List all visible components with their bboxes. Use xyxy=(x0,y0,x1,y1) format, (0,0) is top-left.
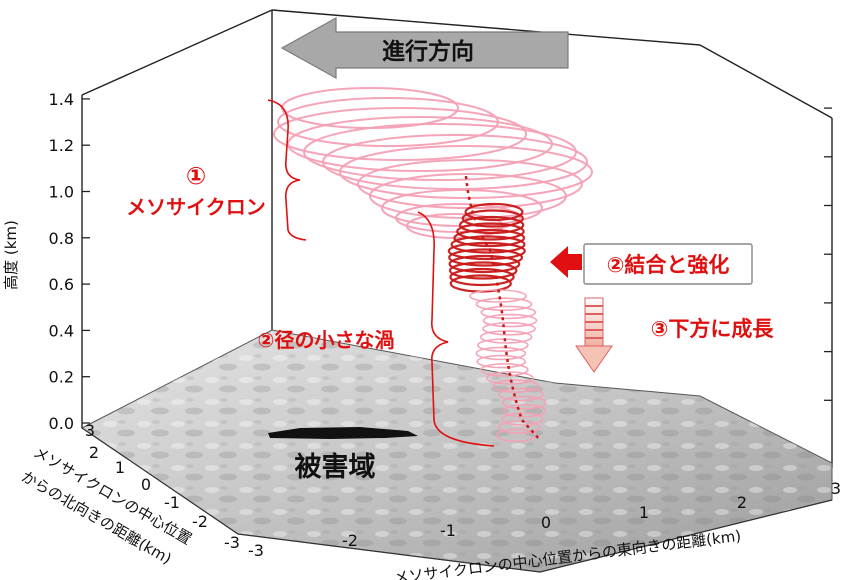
vortex-ring xyxy=(477,338,529,353)
x-tick-label: 0 xyxy=(541,513,551,532)
grow-downward-label: ③下方に成長 xyxy=(651,317,775,341)
vortex-ring xyxy=(450,235,526,254)
vortex-tube xyxy=(273,87,593,443)
vortex-ring xyxy=(480,362,529,377)
z-axis-tick-marks xyxy=(82,98,90,424)
vortex-ring xyxy=(339,145,593,199)
z-tick-label: 0.6 xyxy=(49,275,74,294)
vortex-ring xyxy=(500,412,544,426)
y-tick-label: 3 xyxy=(85,421,95,440)
vortex-ring xyxy=(485,371,534,385)
terrain-surface xyxy=(81,329,833,573)
merge-strengthen-label: ②結合と強化 xyxy=(607,253,730,277)
vortex-ring xyxy=(453,228,526,248)
direction-label: 進行方向 xyxy=(382,38,474,65)
y-tick-label: 1 xyxy=(115,458,125,477)
vortex-ring xyxy=(479,330,533,344)
y-tick-label: -1 xyxy=(164,493,180,512)
vortex-ring xyxy=(502,403,547,418)
vortex-ring xyxy=(273,107,527,161)
merge-arrow-icon xyxy=(550,246,582,278)
vortex-ring xyxy=(369,173,567,219)
vortex-ring xyxy=(495,428,537,443)
z-tick-label: 0.2 xyxy=(49,368,74,387)
mesocyclone-label: メソサイクロン xyxy=(126,195,266,219)
vortex-ring xyxy=(501,395,547,410)
x-tick-label: -1 xyxy=(440,521,456,540)
mesocyclone-brace xyxy=(267,99,307,241)
downward-arrow-icon xyxy=(575,297,613,373)
vortex-ring xyxy=(464,202,524,222)
small-vortex-brace xyxy=(417,211,495,447)
vortex-ring xyxy=(498,387,544,402)
z-axis-title: 高度 (km) xyxy=(2,220,20,290)
y-tick-label: -2 xyxy=(192,512,208,531)
vortex-ring xyxy=(480,305,537,320)
x-axis-tick-labels: -3 -2 -1 0 1 2 3 xyxy=(248,479,841,560)
vortex-ring xyxy=(498,420,540,435)
z-tick-label: 0.8 xyxy=(49,229,74,248)
vortex-ring xyxy=(475,346,527,361)
x-tick-label: -2 xyxy=(342,531,358,550)
vortex-ring xyxy=(461,209,524,228)
z-tick-label: 1.2 xyxy=(49,136,74,155)
x-tick-label: 2 xyxy=(737,493,747,512)
y-tick-label: 0 xyxy=(141,475,151,494)
small-vortex-label: ②径の小さな渦 xyxy=(258,328,395,352)
vortex-ring xyxy=(482,321,536,336)
y-tick-label: 2 xyxy=(89,443,99,462)
vortex-ring xyxy=(322,134,588,190)
z-tick-label: 0.0 xyxy=(49,414,74,433)
y-tick-label: -3 xyxy=(224,533,240,552)
z-tick-label: 1.0 xyxy=(49,183,74,202)
z-axis-tick-marks-right xyxy=(824,107,832,401)
y-axis-tick-labels: 3 210 -1 -2 -3 xyxy=(85,421,240,552)
x-tick-label: 1 xyxy=(639,503,649,522)
z-tick-label: 1.4 xyxy=(49,90,74,109)
vortex-ring xyxy=(449,267,515,287)
x-tick-label: 3 xyxy=(831,479,841,498)
vortex-ring xyxy=(448,254,521,274)
x-tick-label: -3 xyxy=(248,541,264,560)
merge-label-box xyxy=(583,243,753,285)
plot-box-frame xyxy=(81,9,833,468)
vortex-ring xyxy=(482,313,538,328)
vortex-ring xyxy=(476,354,527,369)
direction-arrow: 進行方向 xyxy=(280,16,569,80)
damage-area-streak xyxy=(268,427,418,439)
vortex-ring xyxy=(492,379,540,394)
z-axis-tick-labels: 0.0 0.2 0.4 0.6 0.8 1.0 1.2 1.4 xyxy=(49,90,74,433)
vortex-ring xyxy=(475,297,533,312)
vortex-ring xyxy=(456,222,525,241)
mesocyclone-number: ① xyxy=(186,162,206,190)
damage-area-label: 被害域 xyxy=(295,451,376,483)
z-tick-label: 0.4 xyxy=(49,321,74,340)
vortex-core-line xyxy=(464,175,541,441)
vortex-ring xyxy=(448,248,524,267)
vortex-ring xyxy=(381,189,543,227)
vortex-ring xyxy=(448,261,518,280)
vortex-ring xyxy=(458,215,525,235)
